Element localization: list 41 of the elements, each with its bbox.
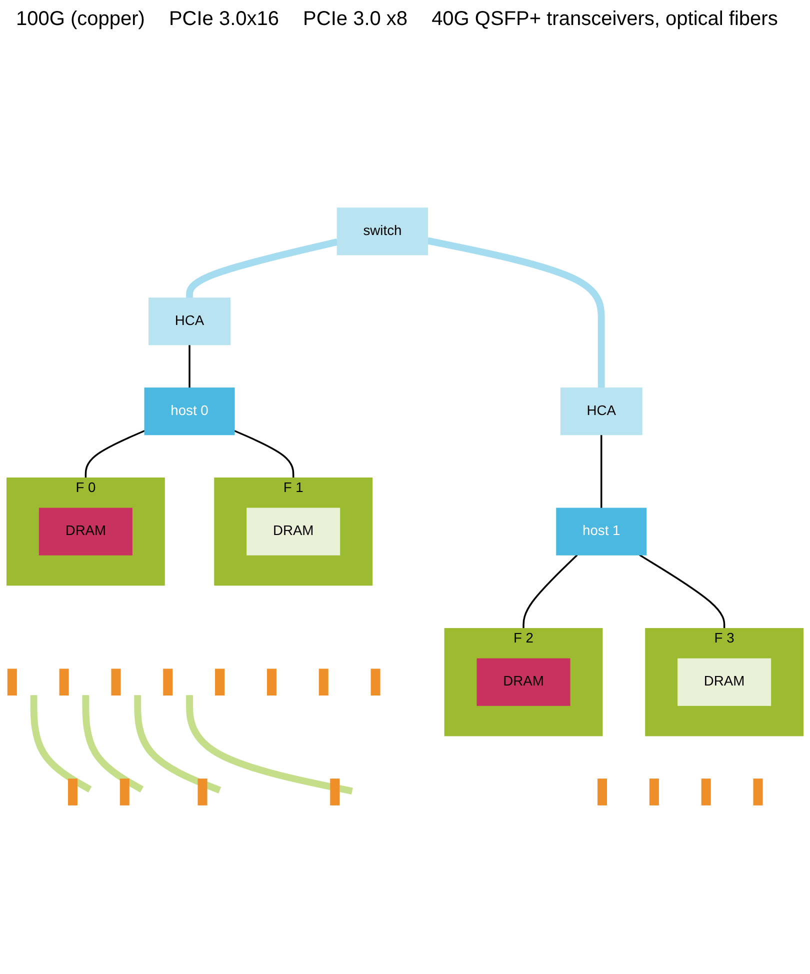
connector [134,695,222,794]
node-bar [120,778,130,806]
connector [639,554,726,628]
node-bar [701,778,711,806]
connector [234,430,294,478]
connector [84,430,146,478]
node-bar [215,668,225,696]
node-box: host 1 [556,508,647,556]
node-bar [198,778,208,806]
node-bar [163,668,173,696]
node-box: host 0 [144,388,235,436]
connector [186,238,338,298]
node-box: DRAM [476,658,570,706]
node-bar [266,668,276,696]
node-bar [649,778,659,806]
node-bar [370,668,380,696]
connector [82,695,144,793]
note-text: PCIe 3.0x16 [168,8,280,31]
connector [188,344,190,388]
node-bar [330,778,340,806]
node-box: DRAM [38,508,132,556]
node-bar [753,778,763,806]
node-box: DRAM [246,508,340,556]
note-text: PCIe 3.0 x8 [303,8,408,31]
connector [600,434,602,508]
connector [522,554,578,628]
note-text: 100G (copper) [16,8,145,31]
node-bar [68,778,78,806]
connector [426,237,605,388]
node-bar [598,778,608,806]
node-box: switch [336,208,428,256]
node-box: HCA [148,298,231,346]
node-bar [111,668,121,696]
node-bar [7,668,17,696]
node-box: HCA [560,388,642,436]
connector [30,695,92,793]
connector [186,695,353,794]
node-bar [59,668,69,696]
note-text: 40G QSFP+ transceivers, optical fibers [432,8,778,31]
node-box: DRAM [678,658,772,706]
node-bar [318,668,328,696]
